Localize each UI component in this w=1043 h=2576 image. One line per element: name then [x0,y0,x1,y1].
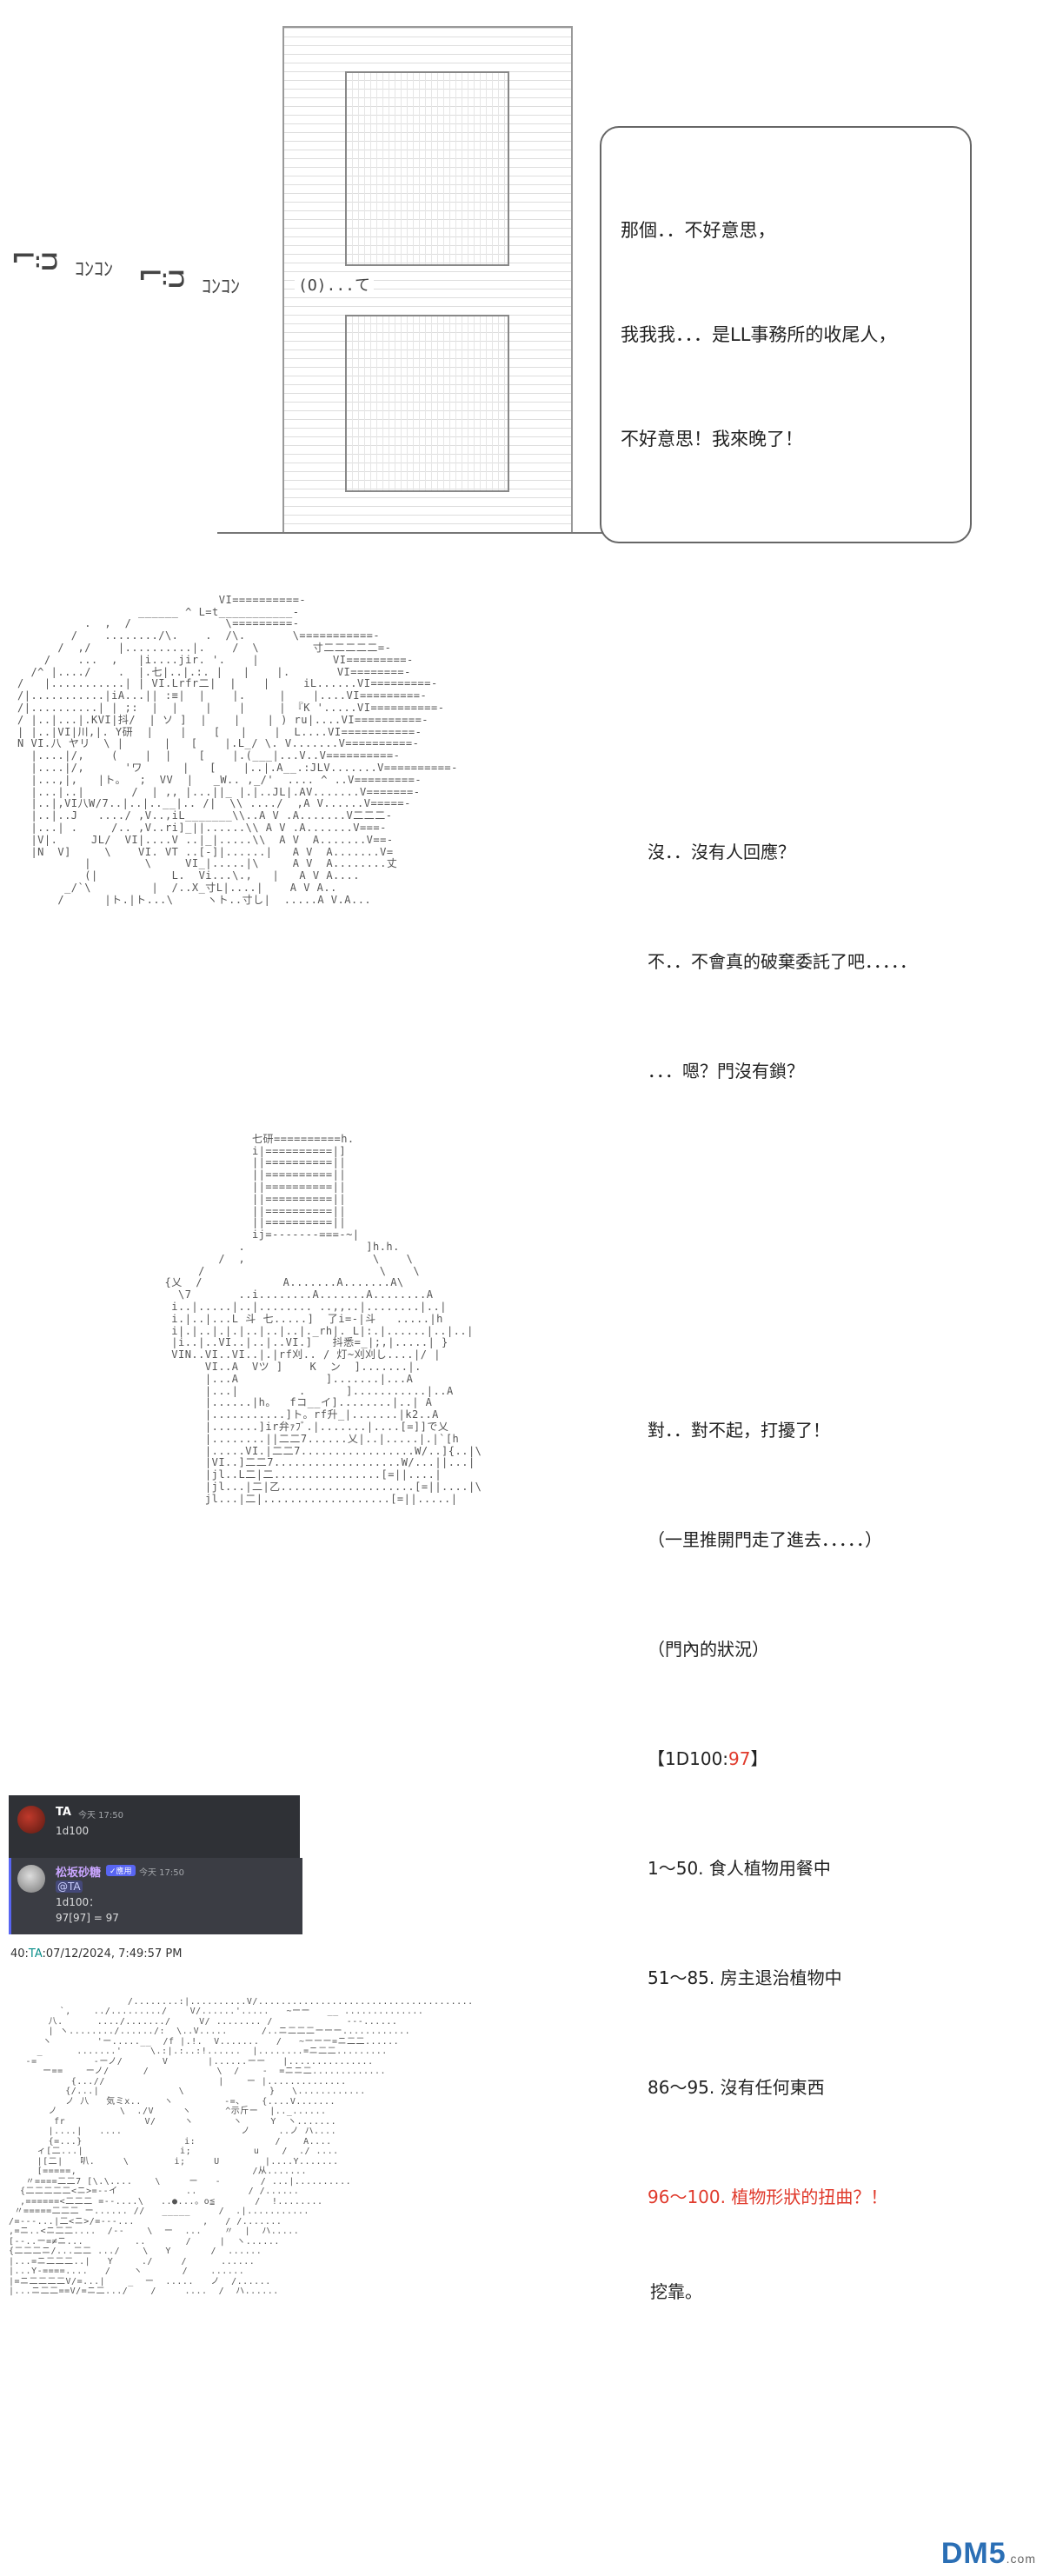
user-avatar [17,1806,45,1834]
knock-sfx-2: ⌐ᴞ [139,252,185,296]
door-handle: (O)...て [295,273,375,296]
face-ascii-art: /........:|..........V/.................… [9,1996,474,2297]
door-lower-panel [345,315,509,492]
bot-app-badge: ✓應用 [106,1865,136,1876]
bubble-line-2: 我我我．．．是LL事務所的收尾人， [621,324,897,345]
panel-character-listening: VI==========- ______ ^ L=t___________- .… [0,574,1043,1095]
knock-text-2: ｺﾝｺﾝ [202,276,241,298]
bot-message-line-2: 97[97] = 97 [56,1912,119,1924]
option-2: 51～85. 房主退治植物中 [648,1967,842,1988]
panel-door-scene: ⌐ᴞ ｺﾝｺﾝ ⌐ᴞ ｺﾝｺﾝ (O)...て 那個．．不好意思， 我我我．．．… [0,0,1043,556]
panel4-dialogue: 挖靠。 [650,2281,702,2302]
bot-avatar [17,1865,45,1893]
post-author[interactable]: TA [28,1947,43,1960]
user-timestamp: 今天 17:50 [78,1811,123,1821]
dice-value: 97 [728,1748,751,1769]
door-upper-panel [345,71,509,266]
character-ascii-art-1: VI==========- ______ ^ L=t___________- .… [17,593,458,906]
panel3-line-1: 對．．對不起，打擾了！ [648,1420,830,1441]
dice-bot-chat: TA 今天 17:50 1d100 松坂砂糖 ✓應用 今天 17:50 @TA … [9,1795,302,1934]
panel2-line-3: ．．．嗯？門沒有鎖？ [648,1061,804,1082]
site-watermark: DM5.com [941,2537,1036,2571]
post-timestamp: :07/12/2024, 7:49:57 PM [42,1947,183,1960]
bot-mention[interactable]: @TA [56,1880,83,1893]
bot-message-highlight [9,1858,302,1934]
panel3-line-3: （門內的狀況） [648,1639,769,1660]
panel3-dialogue: 對．．對不起，打擾了！ （一里推開門走了進去．．．．．） （門內的狀況） 【1D… [648,1339,887,2288]
post-info: 40:TA:07/12/2024, 7:49:57 PM [10,1947,182,1960]
panel3-line-2: （一里推開門走了進去．．．．．） [648,1529,882,1550]
door: (O)...て [282,26,573,534]
option-3: 86～95. 沒有任何東西 [648,2077,825,2098]
knock-text-1: ｺﾝｺﾝ [75,259,114,281]
option-1: 1～50. 食人植物用餐中 [648,1858,831,1879]
panel2-line-2: 不．．不會真的破棄委託了吧．．．．． [648,951,917,972]
user-message: 1d100 [56,1825,90,1837]
bot-mention-line: @TA [56,1879,83,1894]
watermark-brand: DM5 [940,2537,1006,2570]
option-4-selected: 96～100. 植物形狀的扭曲？！ [648,2187,888,2207]
post-number: 40: [10,1947,29,1960]
user-name[interactable]: TA [56,1806,71,1819]
character-ascii-art-2: 七研==========h. i|==========|] ||========… [164,1132,482,1505]
panel2-line-1: 沒．．沒有人回應？ [648,842,795,862]
bot-timestamp: 今天 17:50 [139,1868,184,1878]
floor-line [217,532,652,534]
dice-close: 】 [750,1748,768,1769]
bubble-line-1: 那個．．不好意思， [621,220,776,241]
bot-message-line-1: 1d100： [56,1896,100,1908]
bot-name[interactable]: 松坂砂糖 [56,1867,102,1880]
dice-result-line: 【1D100:97】 [648,1741,887,1777]
panel-reaction: /........:|..........V/.................… [0,1978,1043,2576]
panel-dice-roll: 七研==========h. i|==========|] ||========… [0,1113,1043,2207]
dice-label: 【1D100: [648,1748,729,1769]
bubble-line-3: 不好意思！我來晚了！ [621,429,803,449]
speech-bubble: 那個．．不好意思， 我我我．．．是LL事務所的收尾人， 不好意思！我來晚了！ [600,126,972,543]
watermark-suffix: .com [1006,2552,1036,2566]
panel2-dialogue: 沒．．沒有人回應？ 不．．不會真的破棄委託了吧．．．．． ．．．嗯？門沒有鎖？ [648,761,917,1162]
knock-sfx-1: ⌐ᴞ [12,235,58,279]
